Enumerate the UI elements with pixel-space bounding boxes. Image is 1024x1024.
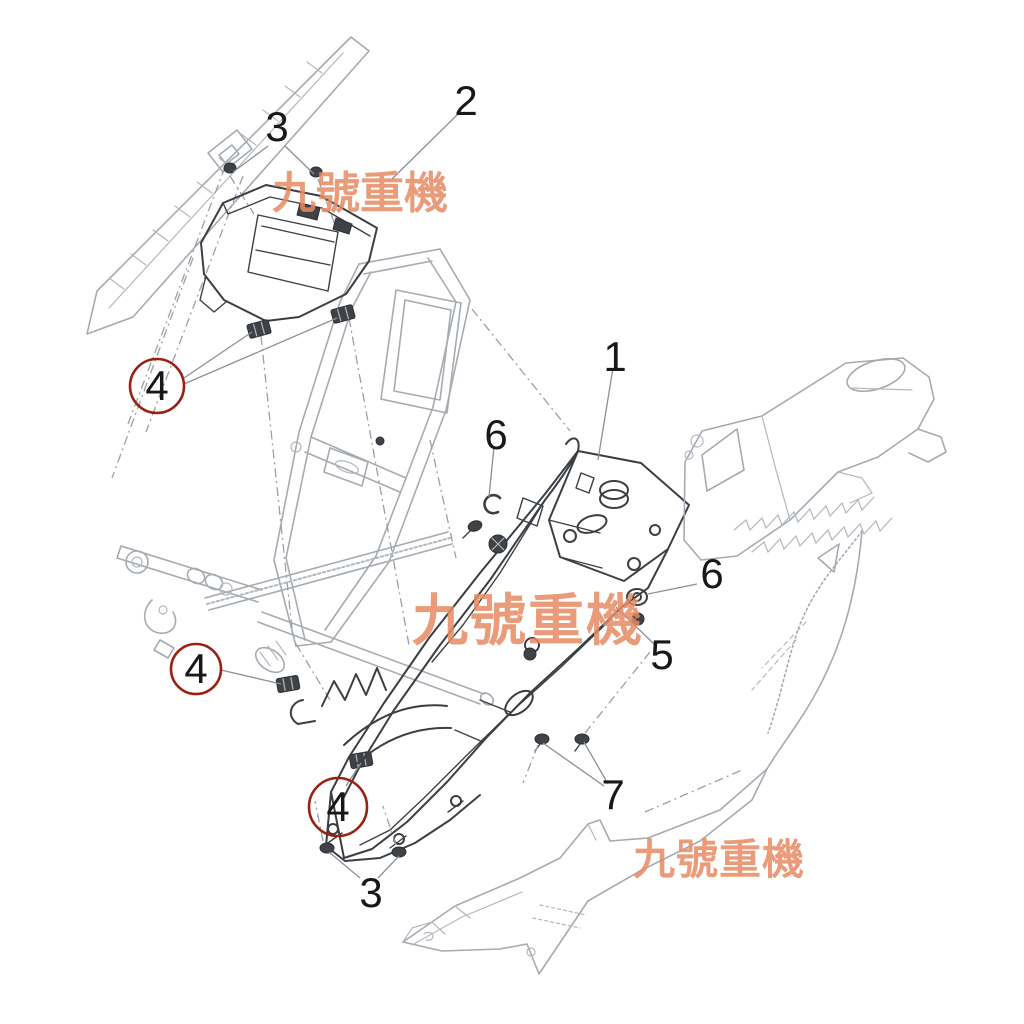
callout-2: 2 — [454, 77, 477, 124]
watermark-top: 九號重機 — [272, 169, 448, 218]
watermark-bottom: 九號重機 — [633, 836, 805, 883]
screw-top-left — [223, 162, 237, 174]
callout-6-right: 6 — [700, 550, 723, 597]
callout-7: 7 — [601, 771, 624, 818]
frame-drawing — [116, 175, 571, 706]
seat-rail-drawing — [86, 36, 370, 479]
callout-circle-middle — [169, 642, 223, 696]
snap-ring — [483, 493, 502, 515]
callout-5: 5 — [650, 631, 673, 678]
callout-3-top: 3 — [265, 103, 288, 150]
callout-3-bottom: 3 — [359, 869, 382, 916]
callout-1: 1 — [603, 333, 626, 380]
heat-shield-drawing — [683, 357, 947, 561]
callout-circles — [128, 357, 369, 838]
callout-labels: 3 2 4 1 6 6 5 4 4 7 3 — [145, 77, 723, 916]
nut-right — [631, 612, 645, 626]
screw-top-right — [309, 166, 323, 178]
fastener-parts — [314, 493, 651, 858]
nut-left — [523, 647, 537, 661]
side-panel-drawing — [402, 530, 863, 975]
callout-circle-lower — [307, 776, 369, 838]
callout-circle-upper — [128, 357, 186, 415]
fender-part-drawing — [289, 437, 690, 862]
watermarks: 九號重機 九號重機 九號重機 — [272, 169, 805, 883]
bracket-part-drawing — [199, 162, 378, 322]
callout-4-circled-lower: 4 — [326, 783, 349, 830]
leader-lines — [183, 113, 698, 879]
watermark-middle: 九號重機 — [412, 589, 644, 652]
callout-6-left: 6 — [484, 411, 507, 458]
grommet-right — [626, 588, 648, 606]
callout-4-circled-upper: 4 — [145, 362, 168, 409]
callout-4-circled-middle: 4 — [184, 645, 207, 692]
